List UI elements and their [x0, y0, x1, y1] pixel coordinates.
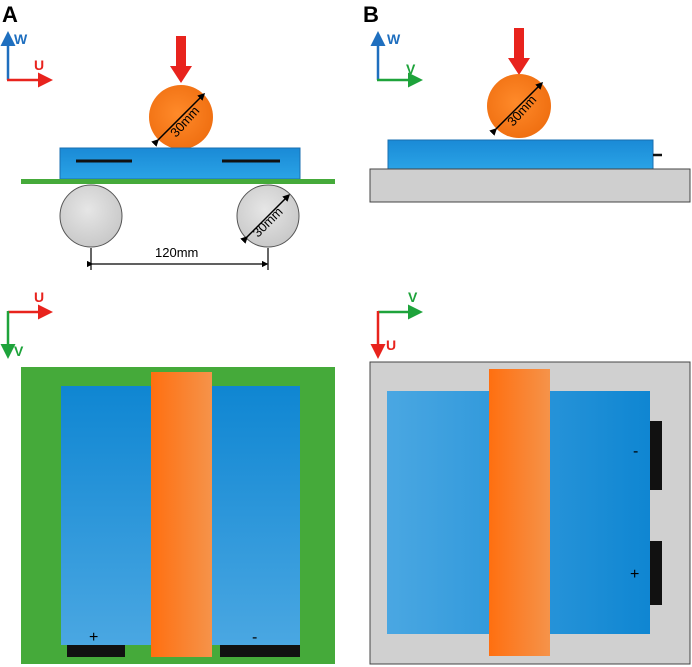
- span-label: 120mm: [155, 245, 198, 260]
- axis-label-w: W: [14, 31, 28, 47]
- span-dimension: [86, 248, 269, 270]
- axis-label-v-bottom-b: V: [408, 289, 418, 305]
- axis-label-u-bottom-b: U: [386, 337, 396, 353]
- panel-a-label: A: [2, 2, 18, 27]
- impactor-strip-plan: [151, 372, 212, 657]
- panel-b-label: B: [363, 2, 379, 27]
- base-block-side: [369, 168, 691, 203]
- roller-left: [59, 184, 123, 248]
- impactor-strip-plan: [489, 369, 550, 656]
- specimen-side: [387, 139, 654, 170]
- axes-vu-icon: [370, 304, 423, 359]
- electrode-tab-minus: [650, 421, 662, 490]
- ball-diameter-line: [489, 81, 544, 136]
- axis-label-v-bottom: V: [14, 343, 24, 359]
- polarity-plus-label-b: +: [630, 566, 639, 583]
- force-arrow-icon: [508, 28, 530, 75]
- force-arrow-icon: [170, 36, 192, 83]
- axes-wv-icon: [370, 31, 423, 88]
- ball-diameter-line: [151, 92, 206, 147]
- polarity-plus-label-a: +: [89, 629, 98, 646]
- electrode-tab-plus: [67, 645, 125, 657]
- axis-label-v-b: V: [406, 61, 416, 77]
- axes-wu-icon: [0, 31, 53, 88]
- axis-label-u: U: [34, 57, 44, 73]
- roller-diameter-line: [240, 193, 291, 244]
- specimen-plan-left: [61, 386, 155, 645]
- axis-label-u-bottom: U: [34, 289, 44, 305]
- support-plate-side: [21, 179, 335, 184]
- electrode-tab-plus: [650, 541, 662, 605]
- specimen-plan-right: [210, 386, 300, 645]
- electrode-tab-minus: [220, 645, 300, 657]
- axis-label-w-b: W: [387, 31, 401, 47]
- polarity-minus-label-a: -: [252, 629, 257, 646]
- polarity-minus-label-b: -: [633, 443, 638, 460]
- axes-uv-icon: [0, 304, 53, 359]
- specimen-side: [59, 147, 301, 180]
